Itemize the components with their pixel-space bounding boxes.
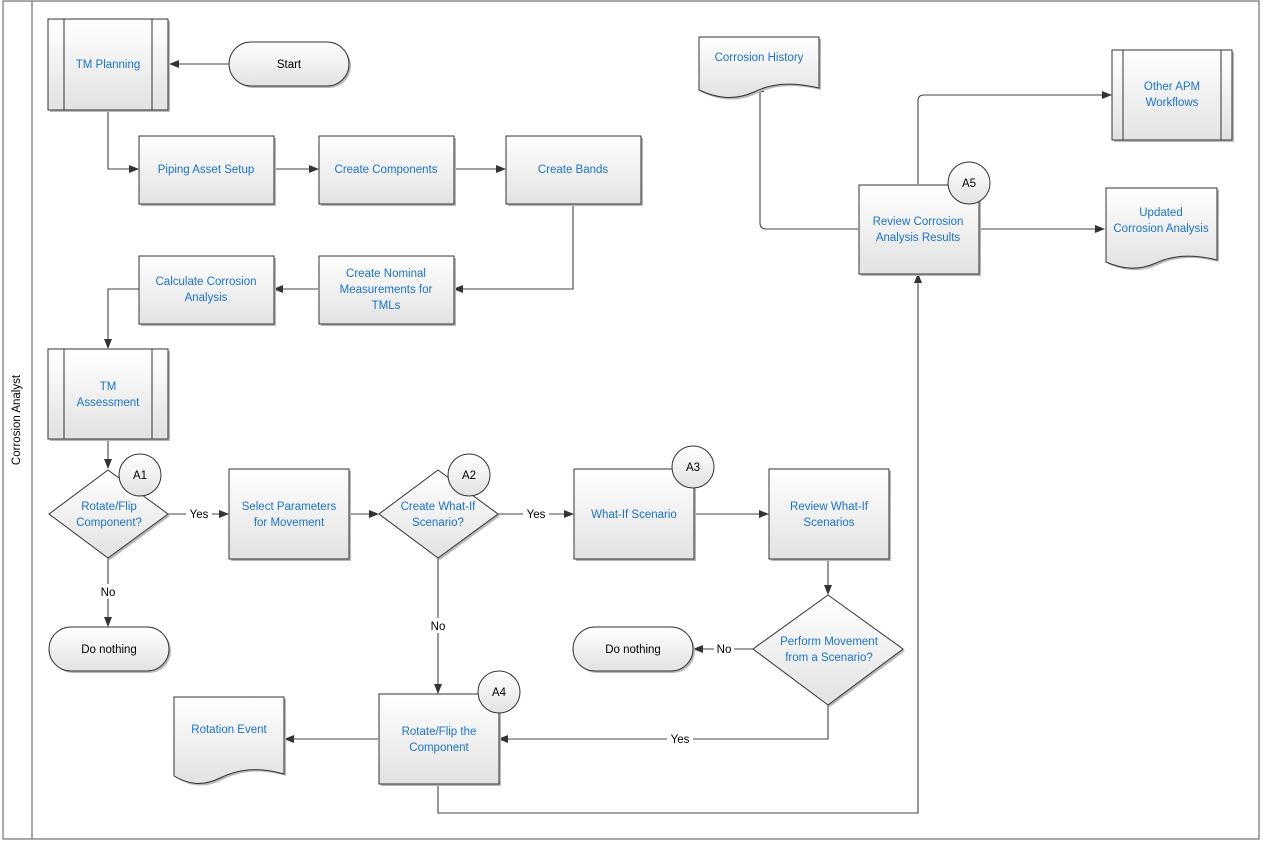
updated-corrosion-line[interactable]: Updated <box>1139 207 1182 219</box>
create-what-if-line[interactable]: Create What-If <box>401 501 477 513</box>
badge-a3: A3 <box>671 445 715 489</box>
calculate-corrosion-step[interactable]: Calculate Corrosion Analysis <box>138 255 276 326</box>
tm-planning-link[interactable]: TM Planning <box>76 59 141 71</box>
badge-a1: A1 <box>118 453 162 497</box>
do-nothing-terminator: Do nothing <box>572 626 695 673</box>
create-nominal-line[interactable]: Measurements for <box>340 284 433 296</box>
tm-assessment-line[interactable]: TM <box>100 381 117 393</box>
rotate-flip-decision[interactable]: Rotate/Flip Component? <box>48 469 170 560</box>
review-corrosion-results-step[interactable]: Review Corrosion Analysis Results <box>858 184 981 276</box>
select-parameters-line[interactable]: Select Parameters <box>242 501 337 513</box>
edge-rotate-to-review-results <box>437 273 922 814</box>
edge-label-yes: Yes <box>190 509 209 521</box>
badge-a4-label: A4 <box>492 687 507 699</box>
badge-a2: A2 <box>447 453 491 497</box>
edge-label-no: No <box>717 644 732 656</box>
do-nothing-label: Do nothing <box>81 644 137 656</box>
do-nothing-terminator: Do nothing <box>48 626 171 673</box>
other-apm-line[interactable]: Workflows <box>1146 97 1199 109</box>
review-corrosion-results-line[interactable]: Review Corrosion <box>873 216 964 228</box>
perform-movement-line[interactable]: from a Scenario? <box>785 652 873 664</box>
other-apm-workflows-subprocess[interactable]: Other APM Workflows <box>1111 49 1234 142</box>
piping-asset-setup-link[interactable]: Piping Asset Setup <box>158 164 255 176</box>
edge-bands-to-nominal <box>453 203 574 293</box>
edge-label-yes: Yes <box>527 509 546 521</box>
badge-a5: A5 <box>947 161 991 205</box>
edge-label-no: No <box>101 587 116 599</box>
calculate-corrosion-line[interactable]: Calculate Corrosion <box>156 276 257 288</box>
updated-corrosion-line[interactable]: Corrosion Analysis <box>1113 223 1208 235</box>
calculate-corrosion-line[interactable]: Analysis <box>185 292 228 304</box>
badge-a4: A4 <box>477 670 521 714</box>
review-what-if-line[interactable]: Scenarios <box>803 517 854 529</box>
badge-a2-label: A2 <box>462 470 476 482</box>
rotate-flip-step-line[interactable]: Rotate/Flip the <box>402 726 477 738</box>
create-bands-step[interactable]: Create Bands <box>505 135 643 206</box>
other-apm-line[interactable]: Other APM <box>1144 81 1200 93</box>
edge-label-no: No <box>431 621 446 633</box>
edge-label-yes: Yes <box>671 734 690 746</box>
perform-movement-decision[interactable]: Perform Movement from a Scenario? <box>752 594 905 707</box>
start-label: Start <box>277 59 302 71</box>
review-what-if-step[interactable]: Review What-If Scenarios <box>768 468 891 561</box>
create-nominal-line[interactable]: TMLs <box>372 300 401 312</box>
tm-assessment-line[interactable]: Assessment <box>77 397 140 409</box>
review-corrosion-results-line[interactable]: Analysis Results <box>876 232 961 244</box>
do-nothing-label: Do nothing <box>605 644 661 656</box>
rotate-flip-step[interactable]: Rotate/Flip the Component <box>378 693 501 786</box>
start-terminator: Start <box>228 41 351 88</box>
edge-calculate-to-assessment <box>104 288 139 349</box>
updated-corrosion-analysis-document[interactable]: Updated Corrosion Analysis <box>1105 187 1219 271</box>
create-components-step[interactable]: Create Components <box>318 135 456 206</box>
rotation-event-link[interactable]: Rotation Event <box>191 724 267 736</box>
review-what-if-line[interactable]: Review What-If <box>790 501 869 513</box>
what-if-scenario-step[interactable]: What-If Scenario <box>573 468 696 561</box>
create-what-if-line[interactable]: Scenario? <box>412 517 464 529</box>
create-bands-link[interactable]: Create Bands <box>538 164 609 176</box>
what-if-scenario-link[interactable]: What-If Scenario <box>591 509 677 521</box>
create-what-if-decision[interactable]: Create What-If Scenario? <box>378 469 500 560</box>
rotate-flip-step-line[interactable]: Component <box>409 742 469 754</box>
tm-assessment-subprocess[interactable]: TM Assessment <box>47 348 170 441</box>
create-components-link[interactable]: Create Components <box>335 164 438 176</box>
rotate-flip-decision-line[interactable]: Rotate/Flip <box>81 501 137 513</box>
edge-decision3-yes <box>498 704 829 743</box>
badge-a5-label: A5 <box>962 178 976 190</box>
create-nominal-measurements-step[interactable]: Create Nominal Measurements for TMLs <box>318 255 456 326</box>
badge-a3-label: A3 <box>686 462 700 474</box>
edge-results-to-other-apm <box>917 91 1112 184</box>
select-parameters-step[interactable]: Select Parameters for Movement <box>228 468 351 561</box>
rotation-event-document[interactable]: Rotation Event <box>173 696 286 786</box>
edge-tm-planning-to-piping <box>107 110 139 173</box>
perform-movement-line[interactable]: Perform Movement <box>780 636 879 648</box>
swimlane-label: Corrosion Analyst <box>11 374 23 465</box>
tm-planning-subprocess[interactable]: TM Planning <box>47 18 170 112</box>
create-nominal-line[interactable]: Create Nominal <box>346 268 426 280</box>
corrosion-history-link[interactable]: Corrosion History <box>715 52 804 64</box>
corrosion-history-document[interactable]: Corrosion History <box>698 36 821 100</box>
select-parameters-line[interactable]: for Movement <box>254 517 325 529</box>
edge-results-to-history <box>756 82 858 230</box>
badge-a1-label: A1 <box>133 470 147 482</box>
piping-asset-setup-step[interactable]: Piping Asset Setup <box>138 135 276 206</box>
rotate-flip-decision-line[interactable]: Component? <box>76 517 142 529</box>
